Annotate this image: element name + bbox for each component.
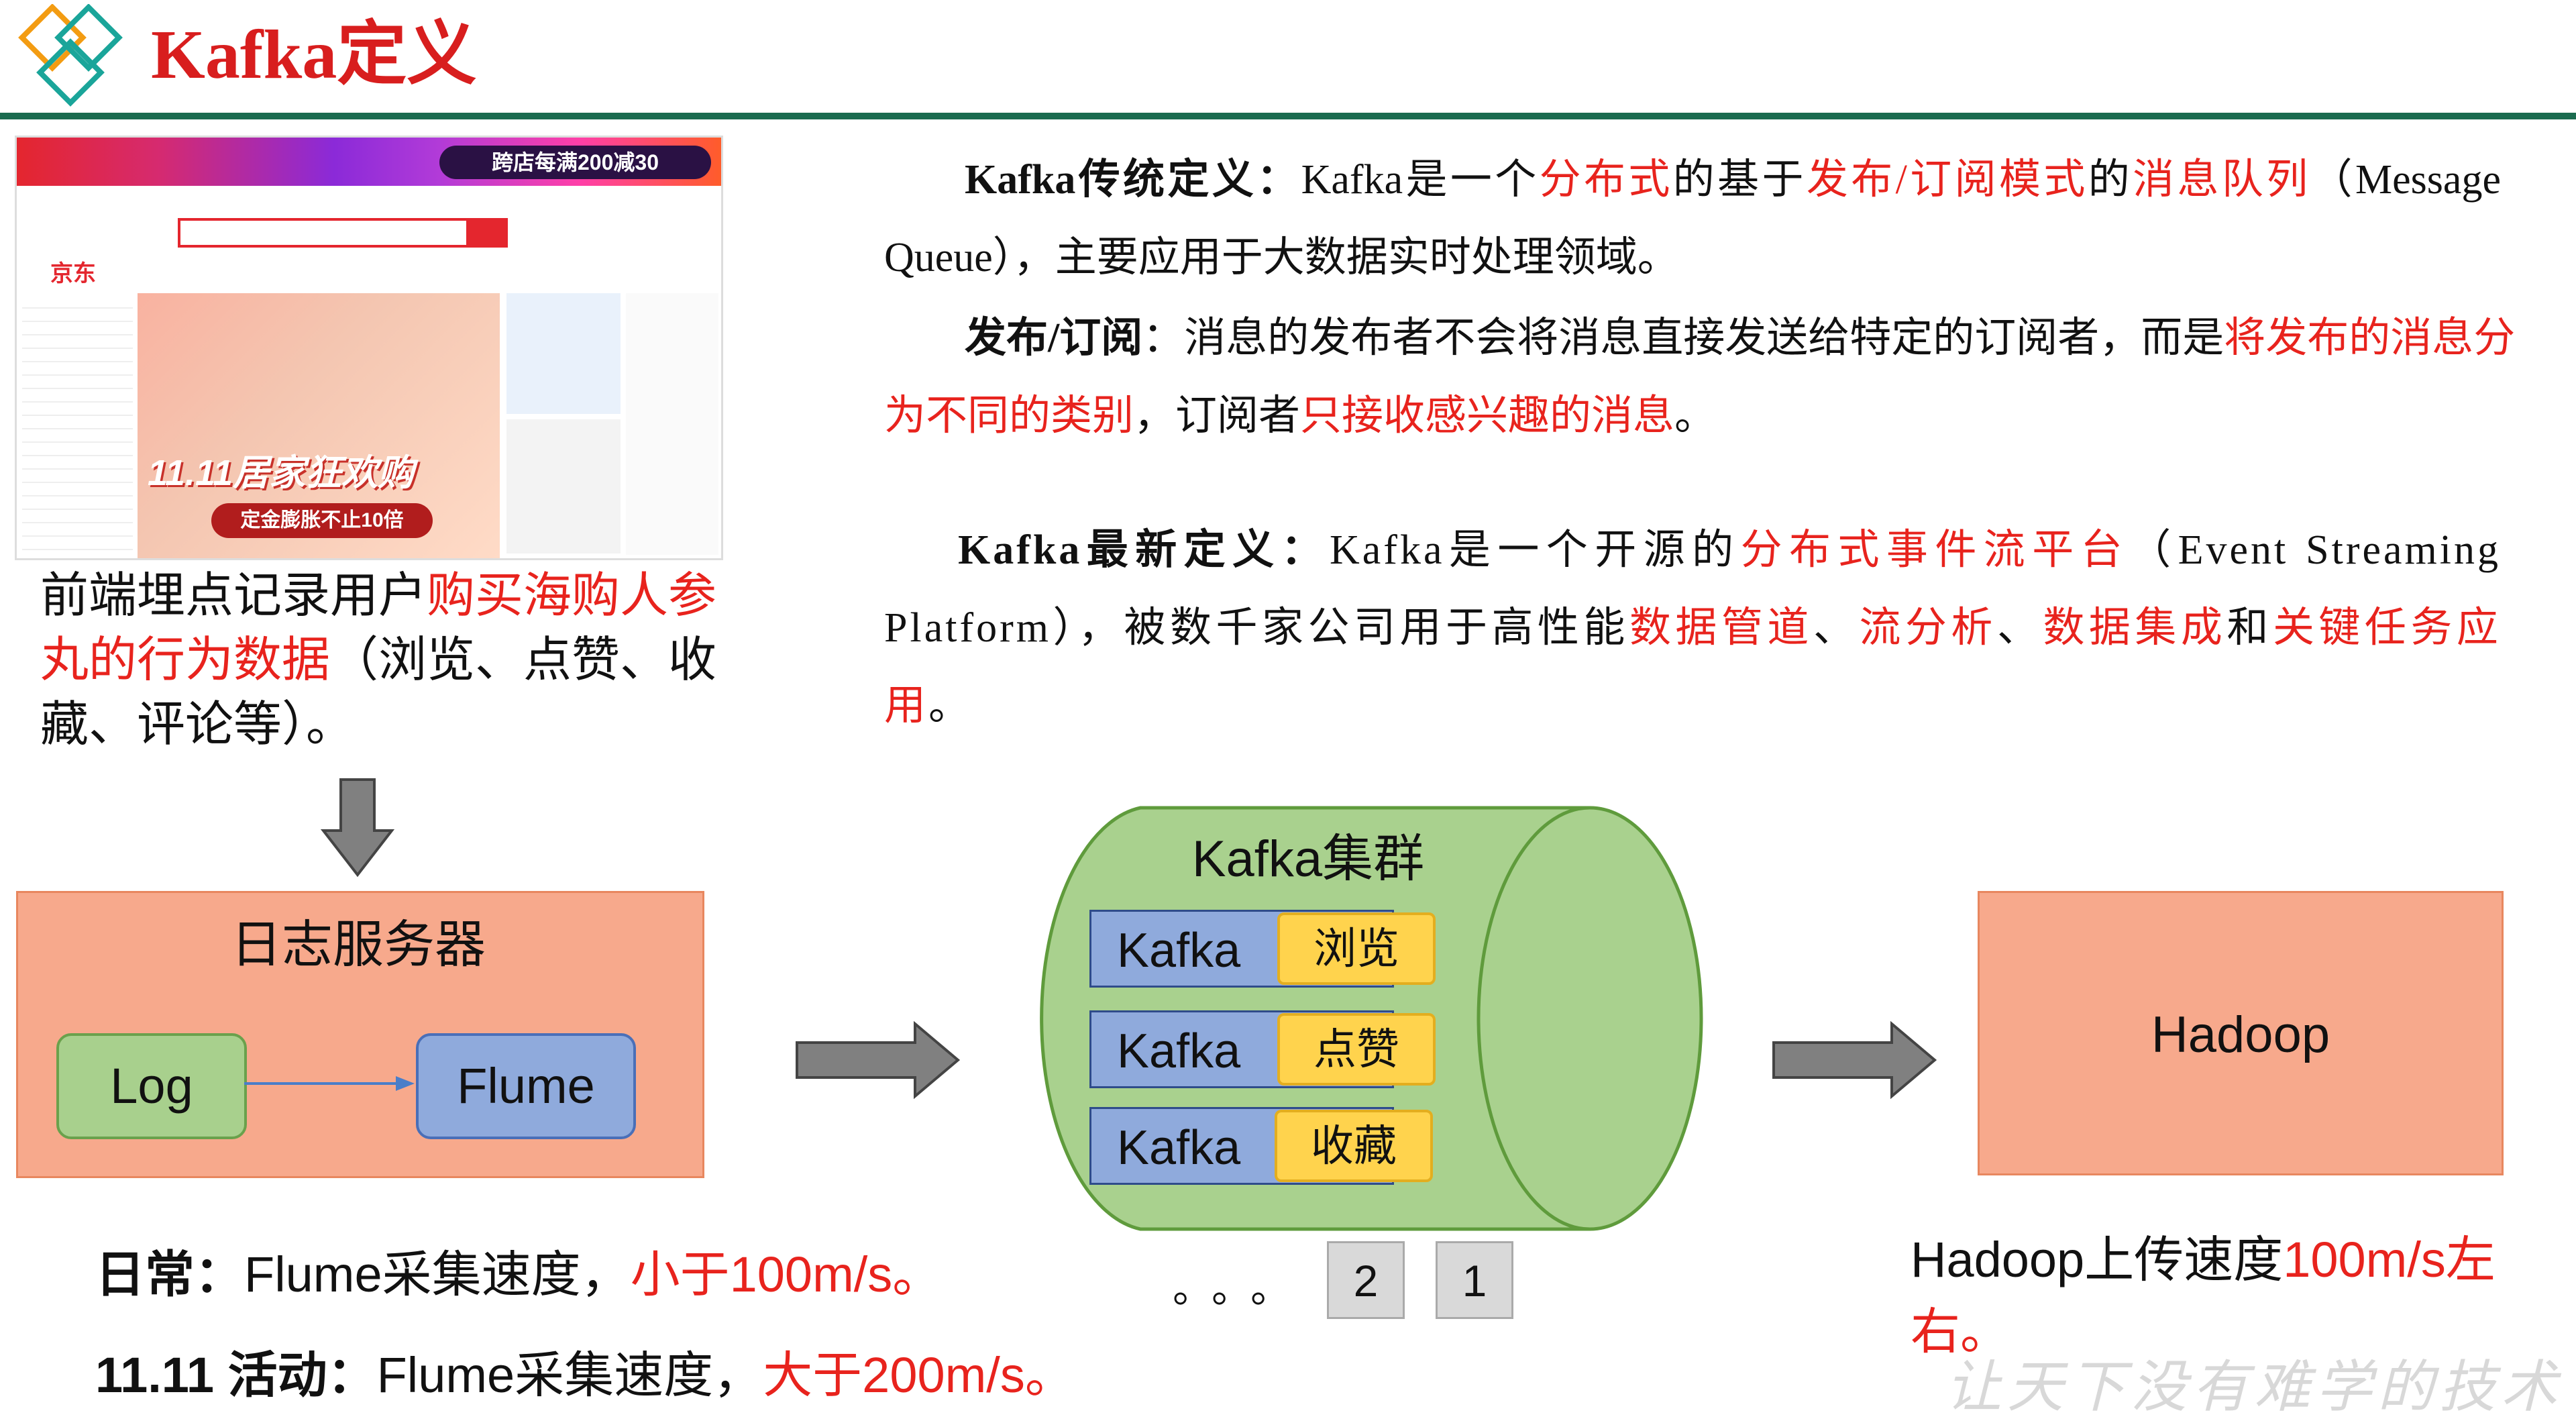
highlight: 数据管道 (1629, 605, 1813, 651)
text: 的 (2088, 157, 2133, 203)
definition-label: 发布/订阅 (965, 315, 1143, 361)
text: 、 (1996, 605, 2043, 651)
highlight: 分布式事件流平台 (1740, 527, 2130, 573)
logo-icon (18, 4, 123, 107)
page-title: Kafka定义 (151, 16, 477, 93)
hadoop-box: Hadoop (1978, 891, 2504, 1175)
text: 和 (2226, 605, 2273, 651)
category-sidebar (22, 295, 133, 550)
promo-banner-text: 跨店每满200减30 (439, 146, 711, 179)
topic-like: 点赞 (1277, 1013, 1436, 1086)
highlight: 流分析 (1859, 605, 1997, 651)
hero-slogan: 11.11居家狂欢购 (148, 453, 415, 493)
stat-value: 100m/s左右。 (1911, 1232, 2496, 1359)
side-ad-1 (506, 293, 621, 414)
topic-favorite: 收藏 (1275, 1110, 1433, 1182)
daily-speed: 日常：Flume采集速度，小于100m/s。 (95, 1234, 942, 1306)
side-ad-2 (506, 419, 621, 554)
highlight: 只接收感兴趣的消息 (1300, 393, 1675, 439)
stat-text: Flume采集速度， (244, 1247, 631, 1302)
hadoop-speed: Hadoop上传速度100m/s左右。 (1911, 1220, 2576, 1363)
partition-box: 2 (1327, 1241, 1405, 1319)
caption-highlight: 购买海购人参丸的行为数据 (40, 569, 717, 687)
definition-label: Kafka传统定义： (965, 157, 1301, 203)
text: ，订阅者 (1134, 393, 1301, 439)
flume-node: Flume (416, 1033, 636, 1139)
slogan-watermark: 让天下没有难学的技术 (1945, 1357, 2563, 1419)
stat-text: Hadoop上传速度 (1911, 1232, 2284, 1287)
brand-logo: 京东 (50, 261, 96, 286)
log-server-label: 日志服务器 (231, 916, 486, 973)
promo-speed: 11.11 活动：Flume采集速度，大于200m/s。 (95, 1335, 1075, 1407)
highlight: 消息队列 (2133, 157, 2311, 203)
search-bar (178, 218, 472, 248)
stat-text: Flume采集速度， (376, 1347, 763, 1403)
definition-label: Kafka最新定义： (958, 527, 1330, 573)
log-to-flume-arrow (244, 1076, 415, 1091)
stat-value: 大于200m/s。 (763, 1347, 1075, 1403)
stat-label: 日常： (95, 1247, 244, 1302)
header-divider (0, 113, 2576, 119)
log-node: Log (56, 1033, 247, 1139)
kafka-cluster-label: Kafka集群 (1191, 831, 1425, 888)
caption-text: （浏览、点赞、收藏、评论等）。 (40, 633, 717, 751)
ellipsis: 。。。 (1173, 1267, 1309, 1311)
highlight: 将发布的消息分为不同的类别 (884, 315, 2516, 439)
search-button (466, 218, 508, 248)
highlight: 数据集成 (2043, 605, 2227, 651)
text: （Message Queue），主要应用于大数据实时处理领域。 (884, 157, 2501, 280)
pubsub-definition: 发布/订阅：消息的发布者不会将消息直接发送给特定的订阅者，而是将发布的消息分为不… (884, 299, 2541, 455)
right-arrow-icon (796, 1020, 961, 1100)
text: ：消息的发布者不会将消息直接发送给特定的订阅者，而是 (1142, 315, 2224, 361)
highlight: 关键任务应用 (884, 605, 2501, 729)
text: Kafka是一个 (1301, 157, 1540, 203)
down-arrow-icon (321, 778, 394, 878)
text: 。 (1674, 393, 1717, 439)
right-arrow-icon (1772, 1020, 1937, 1100)
user-panel (626, 293, 718, 555)
caption-text: 前端埋点记录用户 (40, 569, 427, 623)
text: 。 (928, 683, 973, 729)
text: Kafka是一个开源的 (1330, 527, 1741, 573)
tracking-caption: 前端埋点记录用户购买海购人参丸的行为数据（浏览、点赞、收藏、评论等）。 (40, 564, 745, 757)
highlight: 发布/订阅模式 (1806, 157, 2088, 203)
text: 、 (1813, 605, 1860, 651)
partition-box: 1 (1436, 1241, 1513, 1319)
hero-button: 定金膨胀不止10倍 (211, 503, 433, 538)
topic-browse: 浏览 (1277, 912, 1436, 985)
stat-label: 11.11 活动： (95, 1347, 377, 1403)
text: （Event Streaming Platform），被数千家公司用于高性能 (884, 527, 2501, 651)
ecommerce-screenshot: 跨店每满200减30 京东 11.11居家狂欢购 定金膨胀不止10倍 (15, 136, 723, 560)
text: 的基于 (1672, 157, 1807, 203)
highlight: 分布式 (1539, 157, 1673, 203)
stat-value: 小于100m/s。 (630, 1247, 943, 1302)
traditional-definition: Kafka传统定义：Kafka是一个分布式的基于发布/订阅模式的消息队列（Mes… (884, 141, 2501, 297)
latest-definition: Kafka最新定义：Kafka是一个开源的分布式事件流平台（Event Stre… (884, 511, 2501, 745)
